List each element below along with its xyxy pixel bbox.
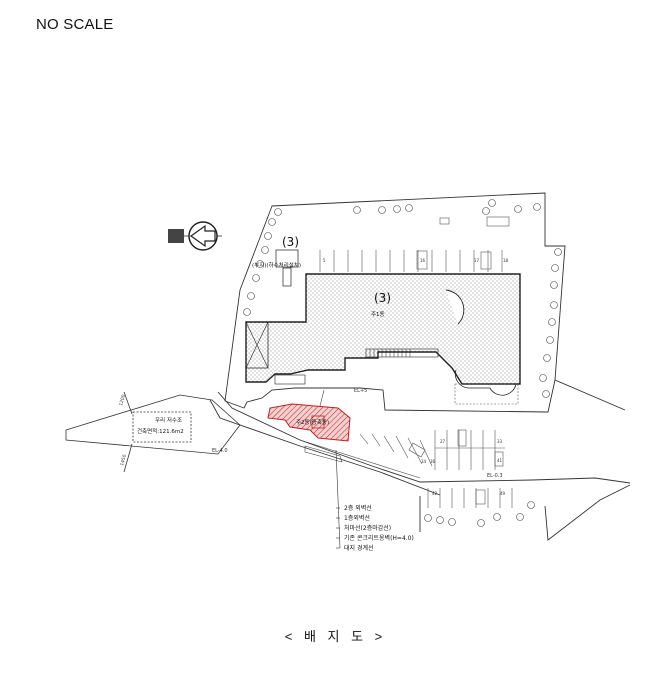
- upper-small-sub: (부지)(하수처리설치): [252, 261, 301, 269]
- level-label: EL-0.3: [487, 473, 503, 479]
- parking-number: 42: [432, 491, 438, 496]
- main-building-sub: 주1동: [371, 311, 385, 318]
- parking-number: 33: [497, 439, 503, 444]
- site-boundary: [209, 192, 631, 541]
- main-building-label: (3): [374, 291, 391, 305]
- upper-small-structure: [275, 249, 299, 287]
- legend-leader: [335, 449, 341, 549]
- parking-lower: [359, 429, 513, 508]
- parking-number: 17: [474, 258, 480, 263]
- parking-number: 41: [497, 458, 503, 463]
- upper-small-label: (3): [282, 235, 299, 249]
- tank-parcel: [65, 391, 241, 473]
- tank-area: 건축면적:121.6m2: [137, 427, 184, 435]
- parking-number: 49: [500, 491, 506, 496]
- tree-symbols: [243, 199, 562, 527]
- parking-top: [319, 216, 510, 272]
- parking-number: 5: [323, 258, 326, 263]
- annex-label: 주2동(증축동): [296, 418, 329, 426]
- parking-number: 18: [503, 258, 509, 263]
- level-label: EL+5: [354, 388, 367, 394]
- annex-building: [267, 389, 351, 442]
- legend-item: 처마선(2층마감선): [344, 524, 391, 532]
- drawing-title: < 배 지 도 >: [284, 629, 387, 644]
- legend-item: 2층 외벽선: [344, 504, 372, 512]
- parking-number: 36: [430, 459, 436, 464]
- retaining-wall: [299, 439, 421, 479]
- scale-note: NO SCALE: [36, 16, 114, 33]
- main-building: [245, 273, 521, 405]
- north-arrow-icon: [168, 221, 222, 251]
- legend-item: 기존 콘크리트옹벽(H=4.0): [344, 534, 414, 542]
- tank-title: 우리 저수조: [155, 416, 182, 424]
- legend-item: 1층외벽선: [344, 514, 370, 522]
- dimension-label: 1450: [119, 454, 128, 467]
- dimension-label: 1200: [118, 394, 127, 407]
- parking-number: 27: [440, 439, 446, 444]
- parking-number: 16: [420, 258, 426, 263]
- legend-item: 대지 경계선: [344, 544, 374, 552]
- parking-number: 34: [421, 459, 427, 464]
